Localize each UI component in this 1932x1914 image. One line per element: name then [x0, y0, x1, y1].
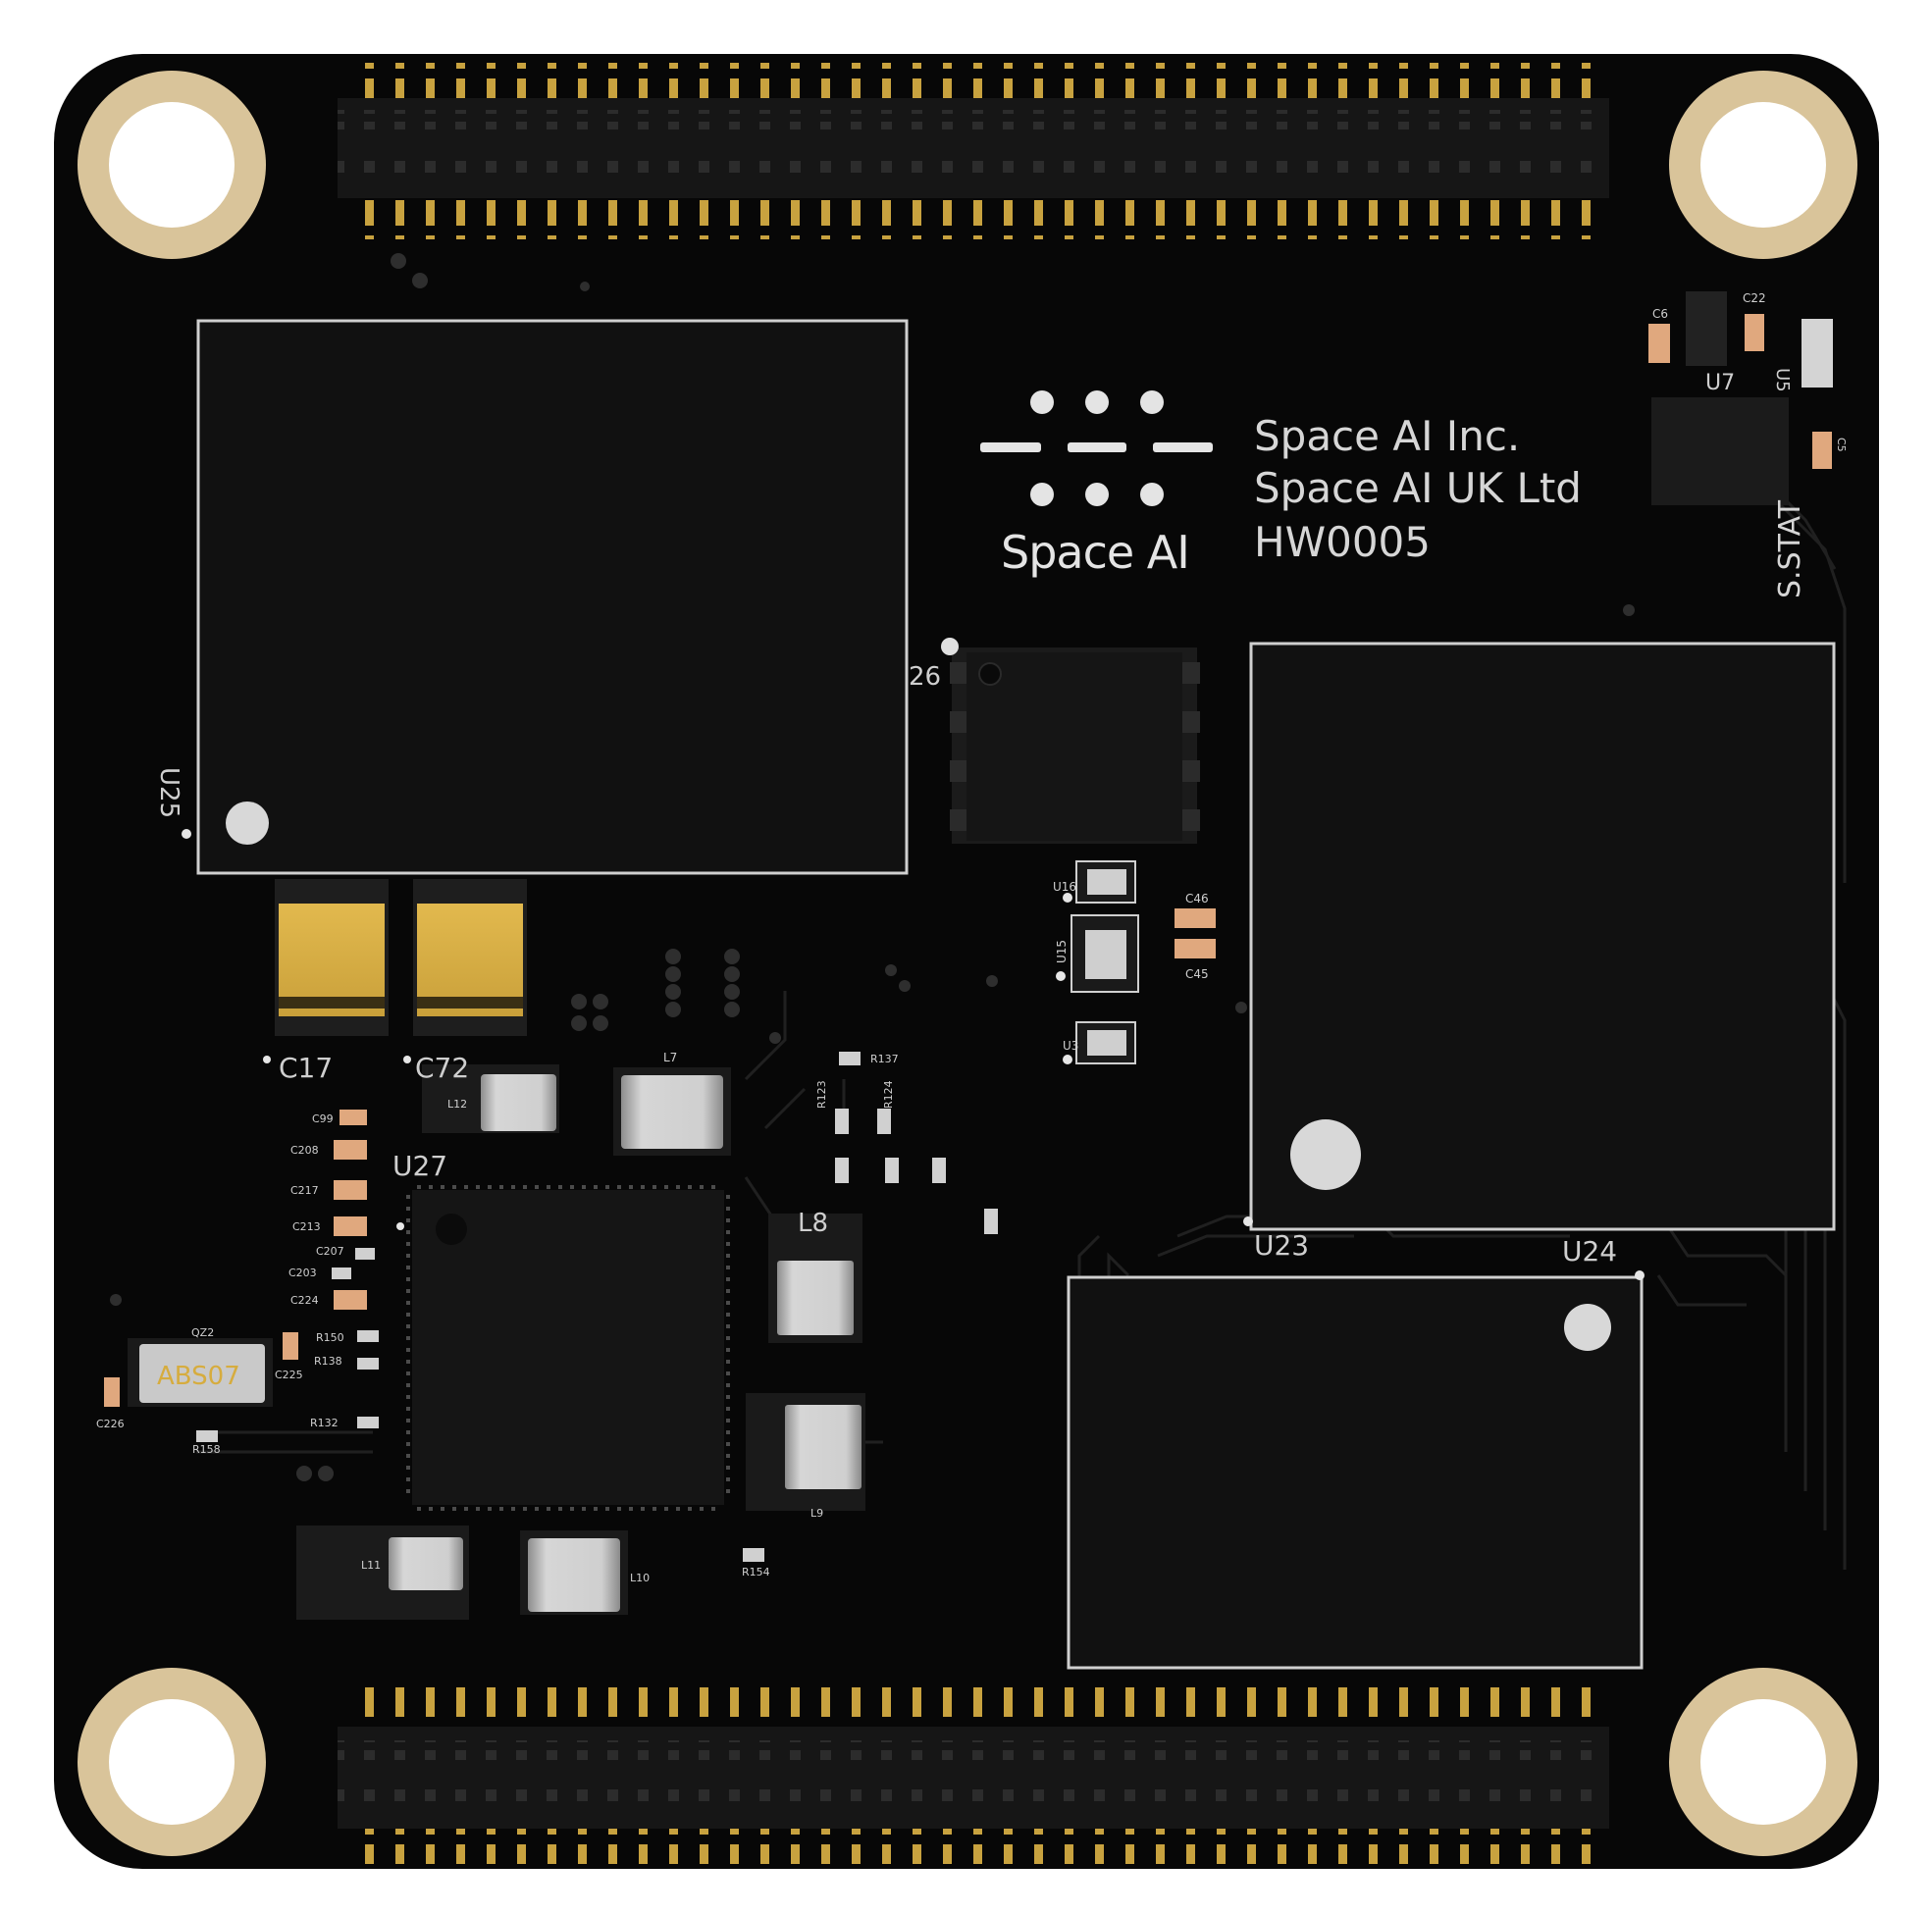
crystal-marking: ABS07	[157, 1362, 240, 1391]
logo-wordmark: Space AI	[1001, 526, 1190, 579]
designator-c207: C207	[316, 1245, 344, 1258]
inductor-l11	[296, 1526, 469, 1620]
chip-u27	[406, 1185, 730, 1511]
inductor-l10	[520, 1530, 628, 1615]
chip-u3	[1075, 1021, 1136, 1064]
chip-u15	[1070, 914, 1139, 993]
designator-l7: L7	[663, 1051, 678, 1064]
designator-qz2: QZ2	[191, 1326, 215, 1339]
mounting-holes	[78, 71, 1857, 1856]
designator-r137: R137	[870, 1053, 899, 1065]
designator-l8: L8	[798, 1209, 829, 1238]
designator-c217: C217	[290, 1184, 319, 1197]
vias	[110, 253, 1635, 1481]
designator-l11: L11	[361, 1559, 382, 1572]
inductor-l8	[768, 1214, 862, 1343]
inductor-l9	[746, 1393, 865, 1511]
designator-u7: U7	[1705, 371, 1736, 395]
chip-u26	[941, 638, 1200, 844]
designator-r158: R158	[192, 1443, 221, 1456]
capacitor-c72	[413, 879, 527, 1036]
chip-u24	[1067, 1275, 1644, 1670]
designator-r123: R123	[815, 1080, 828, 1109]
designator-u24: U24	[1562, 1235, 1618, 1267]
pin-one-markers	[182, 829, 1645, 1280]
designator-c46: C46	[1185, 892, 1209, 905]
bottom-header-connector	[338, 1680, 1609, 1864]
status-led-label: S.STAT	[1773, 499, 1807, 598]
designator-u25: U25	[154, 767, 183, 819]
inductor-l7	[613, 1067, 731, 1156]
designator-u23: U23	[1254, 1229, 1310, 1262]
company-line-1: Space AI Inc.	[1254, 412, 1521, 460]
chip-u7	[1651, 397, 1789, 505]
designator-c226: C226	[96, 1418, 125, 1430]
passive-components	[104, 314, 1832, 1562]
chip-u16	[1075, 860, 1136, 904]
designator-l10: L10	[630, 1572, 651, 1584]
designator-c72: C72	[415, 1052, 470, 1084]
designator-c208: C208	[290, 1144, 319, 1157]
designator-c213: C213	[292, 1220, 321, 1233]
designator-c6: C6	[1652, 307, 1669, 321]
capacitor-c17	[275, 879, 389, 1036]
designator-l9: L9	[810, 1507, 824, 1520]
designator-c225: C225	[275, 1369, 303, 1381]
board-revision: HW0005	[1254, 518, 1431, 566]
designator-r132: R132	[310, 1417, 339, 1429]
designator-u5: U5	[1772, 368, 1793, 392]
designator-r138: R138	[314, 1355, 342, 1368]
designator-c45: C45	[1185, 967, 1209, 981]
designator-c22: C22	[1743, 291, 1766, 305]
designator-c5: C5	[1835, 438, 1848, 452]
designator-u15: U15	[1055, 939, 1069, 963]
company-line-2: Space AI UK Ltd	[1254, 464, 1582, 512]
chip-u23	[1249, 642, 1836, 1231]
designator-c99: C99	[312, 1112, 334, 1125]
designator-r124: R124	[882, 1080, 895, 1109]
chip-u5	[1801, 319, 1833, 388]
designator-l12: L12	[447, 1098, 468, 1111]
inductor-l12	[422, 1064, 559, 1133]
designator-u3: U3	[1063, 1039, 1079, 1053]
designator-u26: 26	[909, 662, 942, 692]
space-ai-logo-icon	[980, 390, 1213, 506]
crystal-abs07	[128, 1338, 273, 1407]
designator-r150: R150	[316, 1331, 344, 1344]
designator-u16: U16	[1053, 880, 1077, 894]
designator-c203: C203	[288, 1267, 317, 1279]
chip-top-right-regulator	[1686, 291, 1727, 366]
designator-c224: C224	[290, 1294, 319, 1307]
chip-u25	[196, 319, 909, 875]
designator-c17: C17	[279, 1052, 334, 1084]
top-header-connector	[338, 63, 1609, 239]
designator-r154: R154	[742, 1566, 770, 1578]
designator-u27: U27	[392, 1150, 448, 1182]
